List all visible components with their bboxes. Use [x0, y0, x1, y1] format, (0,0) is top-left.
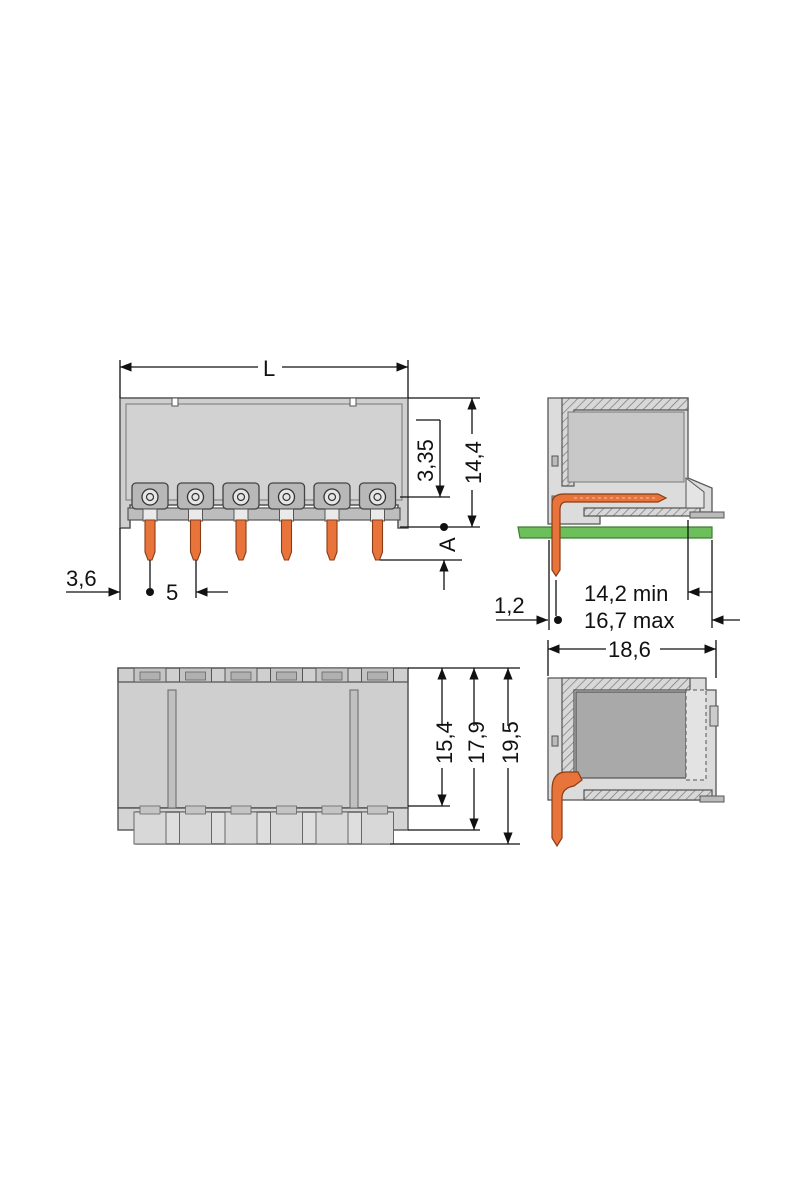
label-15-4: 15,4	[432, 721, 457, 764]
label-14-2-min: 14,2 min	[584, 581, 668, 606]
dimension-side-top: 1,2 14,2 min 16,7 max	[494, 520, 740, 633]
screw-icon	[232, 488, 250, 506]
section-pin	[551, 771, 583, 848]
top-module	[361, 667, 394, 845]
top-module	[133, 667, 167, 845]
front-terminal	[176, 482, 215, 561]
top-module	[315, 667, 349, 845]
pin	[371, 519, 384, 561]
side-view	[517, 397, 725, 578]
top-module	[224, 667, 258, 845]
front-terminal	[131, 482, 169, 561]
dimension-3-6: 3,6	[66, 528, 154, 600]
front-terminal-group	[131, 482, 397, 561]
label-14-4: 14,4	[461, 441, 486, 484]
screw-icon	[323, 488, 341, 506]
front-terminal	[222, 482, 260, 561]
screw-icon	[141, 488, 159, 506]
front-terminal	[358, 482, 397, 561]
dimension-top-depth: 15,4 17,9 19,5	[390, 667, 523, 845]
label-17-9: 17,9	[464, 721, 489, 764]
dimension-L: L	[119, 356, 409, 398]
section-view: 18,6	[547, 637, 725, 848]
pin	[235, 519, 247, 561]
pin	[189, 519, 202, 561]
screw-icon	[186, 488, 205, 506]
label-16-7-max: 16,7 max	[584, 608, 675, 633]
top-module	[179, 667, 212, 845]
pin	[326, 519, 338, 561]
top-module	[270, 667, 303, 845]
label-18-6: 18,6	[608, 637, 651, 662]
label-19-5: 19,5	[498, 721, 523, 764]
pin	[144, 519, 156, 561]
front-terminal	[267, 482, 306, 561]
label-A: A	[435, 537, 460, 552]
screw-icon	[277, 488, 296, 506]
screw-icon	[368, 488, 387, 506]
label-1-2: 1,2	[494, 593, 525, 618]
dimension-pitch: 5	[166, 560, 228, 605]
top-housing	[117, 667, 409, 809]
pin	[280, 519, 293, 561]
label-3-6: 3,6	[66, 566, 97, 591]
label-L: L	[263, 356, 275, 381]
label-3-35: 3,35	[413, 439, 438, 482]
top-module-group	[133, 667, 394, 845]
dimension-right-front: 3,35 14,4 A	[380, 397, 486, 590]
label-pitch: 5	[166, 580, 178, 605]
front-view	[119, 397, 409, 561]
pcb-board	[517, 526, 713, 539]
top-view	[117, 667, 409, 845]
side-pin	[551, 493, 668, 578]
front-terminal	[313, 482, 351, 561]
